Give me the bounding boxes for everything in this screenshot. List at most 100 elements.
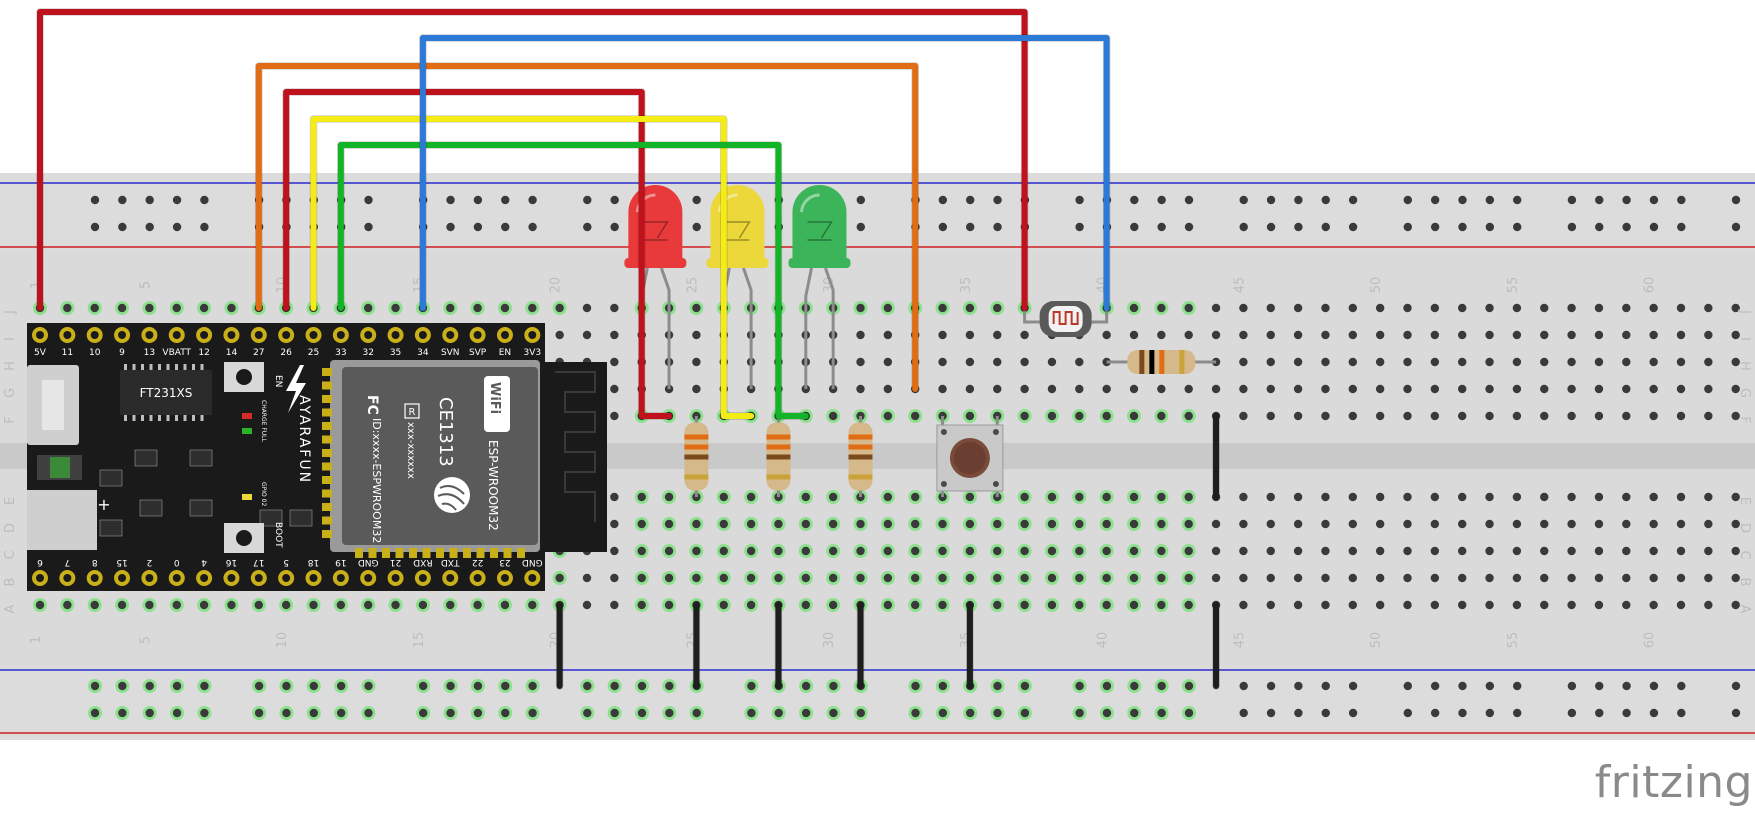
rail-hole (1184, 708, 1194, 718)
terminal-hole (1047, 492, 1057, 502)
terminal-hole (1430, 573, 1440, 583)
rail-hole (1403, 195, 1413, 205)
rail-hole (419, 708, 428, 718)
terminal-hole (1293, 384, 1303, 394)
rail-hole (1348, 708, 1358, 718)
terminal-hole (1485, 546, 1494, 556)
terminal-hole (1649, 411, 1658, 421)
rail-hole (938, 708, 948, 718)
terminal-hole (1458, 330, 1467, 340)
terminal-hole (1512, 411, 1522, 421)
column-number: 5 (138, 636, 153, 644)
rail-hole (200, 222, 209, 232)
terminal-hole (1430, 492, 1440, 502)
wifi-logo: WiFi (487, 382, 502, 414)
rail-hole (501, 195, 510, 205)
row-letter: I (3, 337, 18, 341)
rail-hole (1020, 681, 1030, 691)
chip-lead (166, 364, 170, 370)
terminal-hole (1102, 600, 1111, 610)
pin-label-top: 33 (335, 348, 346, 358)
terminal-hole (1184, 384, 1193, 394)
terminal-hole (199, 600, 209, 610)
terminal-hole (993, 600, 1002, 610)
pin-label-top: SVP (469, 348, 487, 358)
rail-hole (1321, 195, 1330, 205)
rail-hole (1649, 708, 1659, 718)
module-pad (409, 548, 417, 558)
row-letter: E (1737, 497, 1752, 505)
terminal-hole (664, 492, 674, 502)
row-letter: J (1737, 309, 1752, 314)
terminal-hole (1430, 411, 1440, 421)
gpio-led (242, 494, 252, 500)
terminal-hole (172, 600, 181, 610)
rail-hole (446, 681, 455, 691)
terminal-hole (1239, 519, 1248, 529)
ce-mark: CE1313 (435, 397, 456, 467)
rail-hole (583, 708, 592, 718)
pin-label-top: 34 (417, 348, 429, 358)
terminal-hole (746, 573, 756, 583)
rail-hole (118, 195, 127, 205)
terminal-hole (1403, 600, 1412, 610)
rail-hole (1266, 681, 1276, 691)
terminal-hole (227, 303, 236, 313)
header-pin-hole (500, 331, 509, 339)
header-pin-hole (391, 331, 400, 339)
pin-label-bottom: TXD (441, 557, 461, 567)
components (624, 185, 1217, 497)
rail-hole (1075, 708, 1084, 718)
terminal-hole (828, 600, 838, 610)
pin-label-bottom: 16 (225, 557, 237, 567)
terminal-hole (1704, 492, 1713, 502)
terminal-hole (1293, 573, 1303, 583)
rail-hole (1239, 681, 1248, 691)
terminal-hole (856, 330, 865, 340)
rail-hole (856, 708, 865, 718)
terminal-hole (1567, 600, 1576, 610)
terminal-hole (1540, 303, 1549, 313)
smd-component (289, 509, 313, 527)
push-button-cap[interactable] (953, 442, 986, 474)
terminal-hole (1102, 384, 1111, 394)
terminal-hole (1129, 492, 1139, 502)
boot-button[interactable] (236, 530, 252, 546)
terminal-hole (1020, 600, 1029, 610)
terminal-hole (692, 519, 701, 529)
terminal-hole (1375, 411, 1385, 421)
led-anvil (643, 221, 669, 241)
terminal-hole (1485, 573, 1494, 583)
terminal-hole (1321, 357, 1330, 367)
terminal-hole (883, 303, 893, 313)
pin-label-bottom: 5 (283, 557, 289, 567)
rail-hole (1294, 195, 1303, 205)
rail-hole (473, 708, 483, 718)
header-pin-hole (528, 574, 537, 582)
terminal-hole (993, 546, 1002, 556)
terminal-hole (1266, 492, 1275, 502)
terminal-hole (582, 573, 592, 583)
pin-label-bottom: 15 (116, 557, 127, 567)
rail-hole (1403, 681, 1413, 691)
terminal-hole (1266, 546, 1275, 556)
r-mark-box (404, 403, 420, 419)
terminal-hole (1047, 384, 1057, 394)
terminal-hole (1458, 357, 1467, 367)
r-id: xxx-xxxxxx (405, 422, 416, 479)
rail-hole (1677, 708, 1686, 718)
terminal-hole (1020, 330, 1029, 340)
terminal-hole (1348, 546, 1358, 556)
terminal-hole (1184, 330, 1193, 340)
column-number: 1 (29, 281, 44, 289)
pin-label-top: 10 (89, 348, 101, 358)
terminal-hole (856, 357, 865, 367)
module-name: ESP-WROOM32 (486, 440, 500, 531)
rail-hole (1595, 222, 1604, 232)
module-pad (463, 548, 471, 558)
en-button[interactable] (236, 369, 252, 385)
rail-hole (1102, 708, 1112, 718)
terminal-hole (1704, 303, 1713, 313)
header-pin-hole (227, 331, 236, 339)
